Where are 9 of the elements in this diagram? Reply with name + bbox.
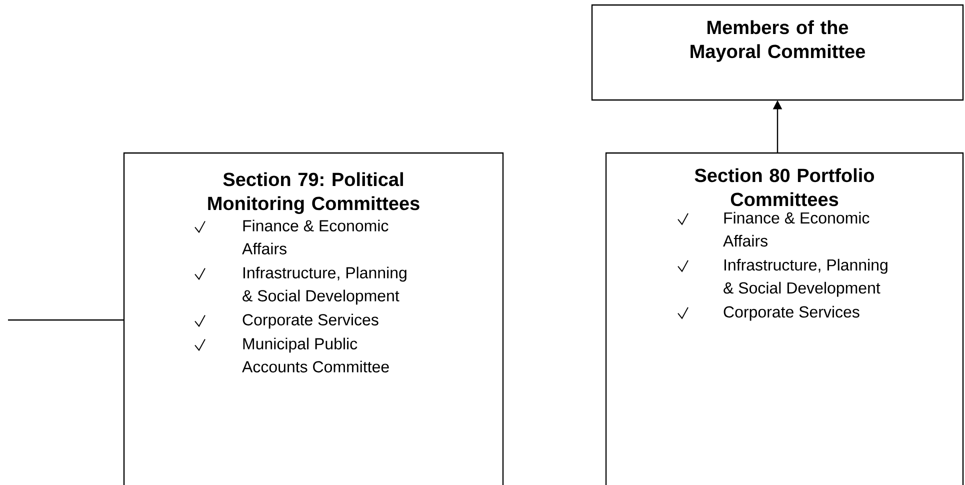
- connector-line: [8, 319, 124, 321]
- box: Members of the Mayoral Committee: [591, 4, 964, 101]
- list-item: Corporate Services: [724, 306, 860, 321]
- list-item: Finance & Economic Affairs: [723, 212, 870, 247]
- list-item: Corporate Services: [242, 314, 378, 329]
- list-item: Infrastructure, Planning & Social Development: [724, 258, 888, 297]
- list-item: Municipal Public Accounts Committee: [242, 338, 389, 372]
- list-item: Finance & Economic Affairs: [242, 220, 388, 254]
- list-item: Infrastructure, Planning & Social Development: [242, 266, 406, 305]
